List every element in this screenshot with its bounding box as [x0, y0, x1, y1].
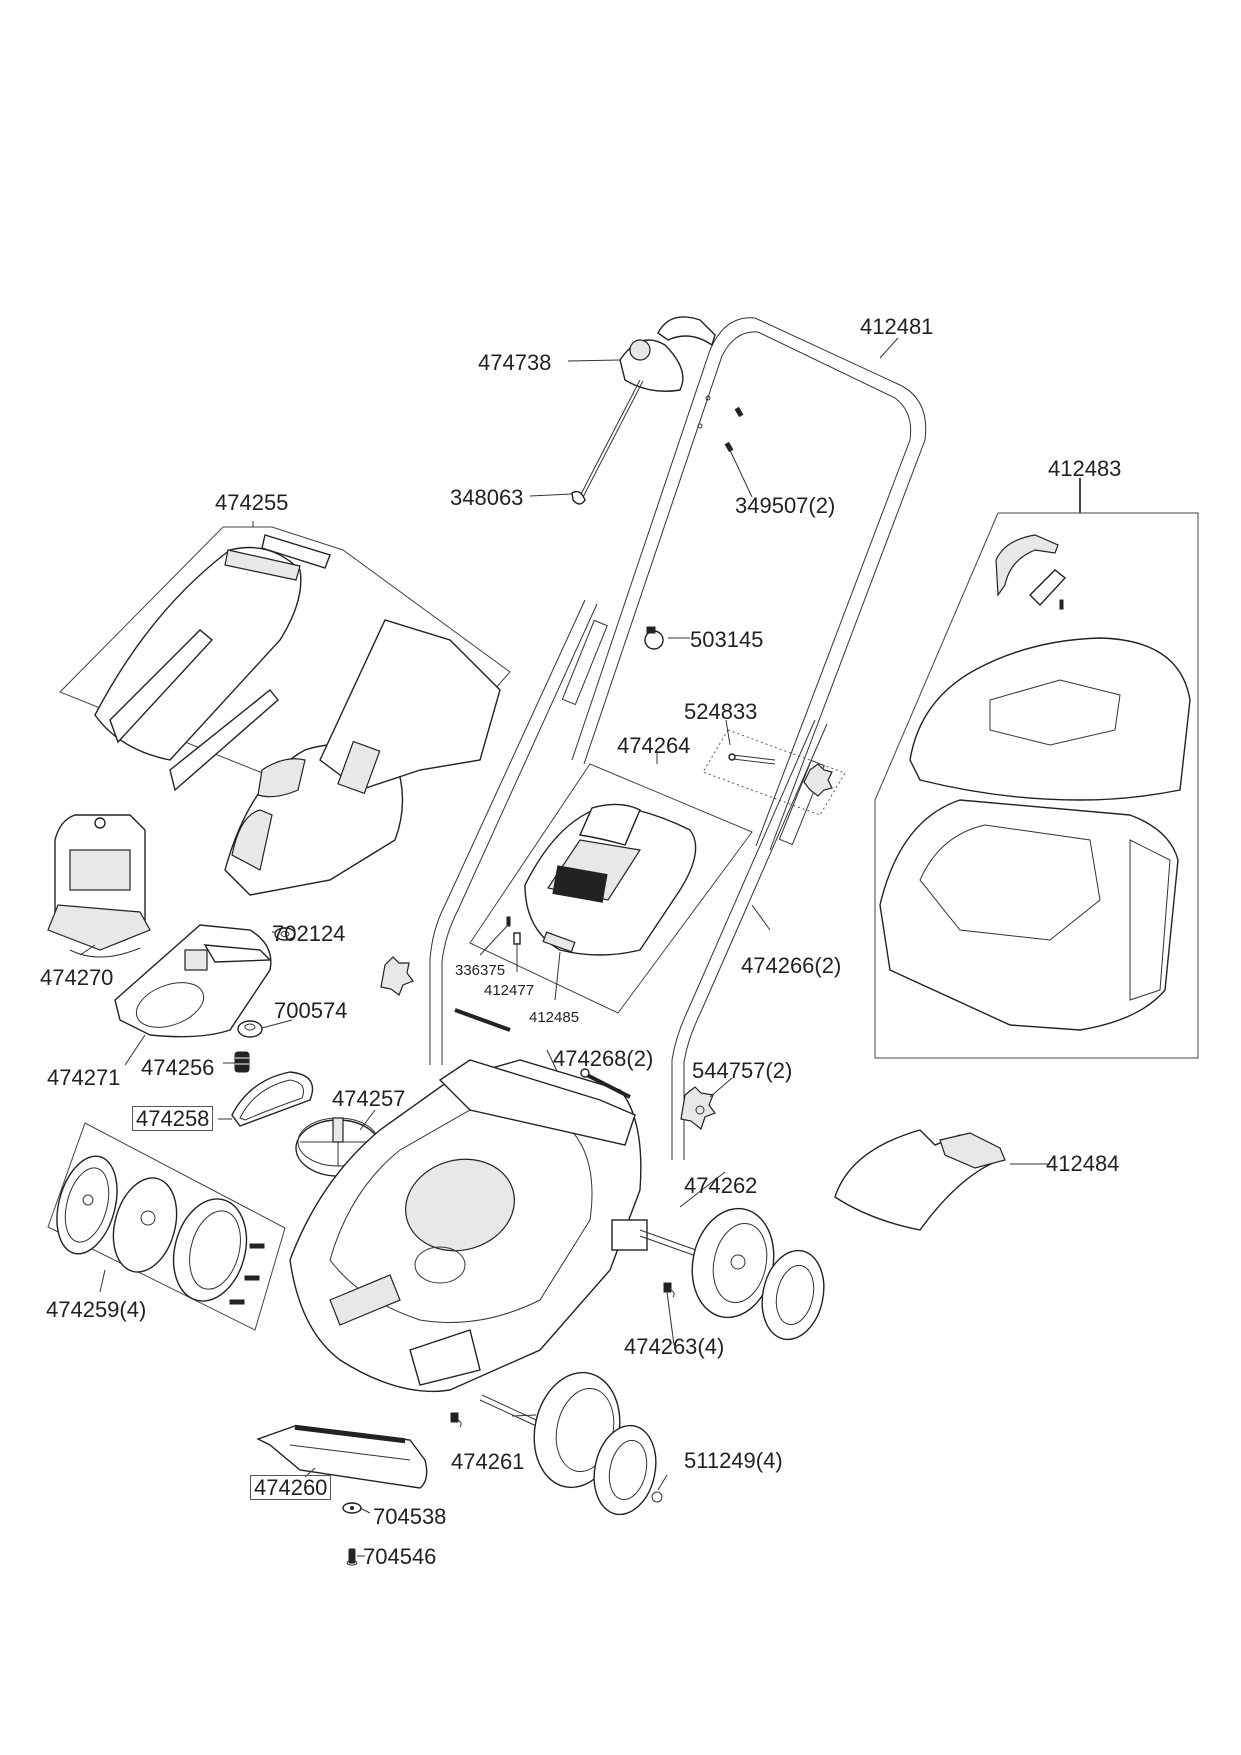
part-label-349507[interactable]: 349507(2): [735, 493, 836, 518]
blade-bolt-part: [346, 1548, 358, 1566]
part-label-704546[interactable]: 704546: [363, 1544, 437, 1569]
height-spring-part: [450, 1282, 675, 1428]
drive-belt-part: [231, 1071, 314, 1127]
part-label-474270[interactable]: 474270: [40, 965, 114, 990]
part-label-474264[interactable]: 474264: [617, 733, 691, 758]
handle-knob-part: [380, 956, 716, 1131]
leader-lines: [79, 337, 1050, 1557]
part-label-474263[interactable]: 474263(4): [624, 1334, 725, 1359]
motor-cover-group: [59, 526, 511, 896]
part-label-511249[interactable]: 511249(4): [684, 1448, 783, 1473]
part-label-412481[interactable]: 412481: [860, 314, 934, 339]
part-label-474259[interactable]: 474259(4): [46, 1297, 147, 1322]
bearing-part: [237, 1020, 263, 1038]
upper-handle-part: [571, 317, 927, 851]
motor-part: [47, 814, 151, 958]
part-label-704538[interactable]: 704538: [373, 1504, 447, 1529]
rear-axle-part: [639, 1207, 825, 1341]
mower-deck-part: [289, 1059, 648, 1393]
part-label-524833[interactable]: 524833: [684, 699, 758, 724]
cable-clamp-part: [644, 626, 664, 650]
rear-flap-part: [834, 1129, 1006, 1231]
part-label-544757[interactable]: 544757(2): [692, 1058, 793, 1083]
handle-bolt-group: [702, 729, 846, 816]
part-label-474257[interactable]: 474257: [332, 1086, 406, 1111]
part-label-474256[interactable]: 474256: [141, 1055, 215, 1080]
part-label-412477[interactable]: 412477: [484, 982, 535, 999]
washer-part: [274, 927, 296, 941]
part-label-474738[interactable]: 474738: [478, 350, 552, 375]
part-label-336375[interactable]: 336375: [455, 962, 506, 979]
part-label-474268[interactable]: 474268(2): [553, 1046, 654, 1071]
blade-washer-part: [342, 1502, 362, 1514]
front-axle-part: [479, 1371, 657, 1516]
part-label-412484[interactable]: 412484: [1046, 1151, 1120, 1176]
part-label-474266[interactable]: 474266(2): [741, 953, 842, 978]
battery-cover-group: [469, 763, 753, 1014]
part-label-412483[interactable]: 412483: [1048, 456, 1122, 481]
part-label-702124[interactable]: 702124: [272, 921, 346, 946]
blade-part: [256, 1424, 428, 1489]
part-label-474261[interactable]: 474261: [451, 1449, 525, 1474]
wheel-assembly-group: [47, 1122, 286, 1331]
handle-bolt-part: [454, 1008, 631, 1099]
part-label-700574[interactable]: 700574: [274, 998, 348, 1023]
part-label-474262[interactable]: 474262: [684, 1173, 758, 1198]
part-label-474271[interactable]: 474271: [47, 1065, 121, 1090]
grass-box-group: [874, 478, 1199, 1059]
part-label-412485[interactable]: 412485: [529, 1009, 580, 1026]
part-label-503145[interactable]: 503145: [690, 627, 764, 652]
motor-mount-part: [114, 924, 272, 1038]
part-label-474255[interactable]: 474255: [215, 490, 289, 515]
part-label-348063[interactable]: 348063: [450, 485, 524, 510]
part-label-474260[interactable]: 474260: [250, 1475, 332, 1500]
circlip-part: [651, 1491, 663, 1503]
screw-part: [724, 406, 744, 453]
part-label-474258[interactable]: 474258: [132, 1106, 214, 1131]
switch-box-part: [571, 316, 716, 505]
pulley-spring-part: [234, 1051, 250, 1073]
